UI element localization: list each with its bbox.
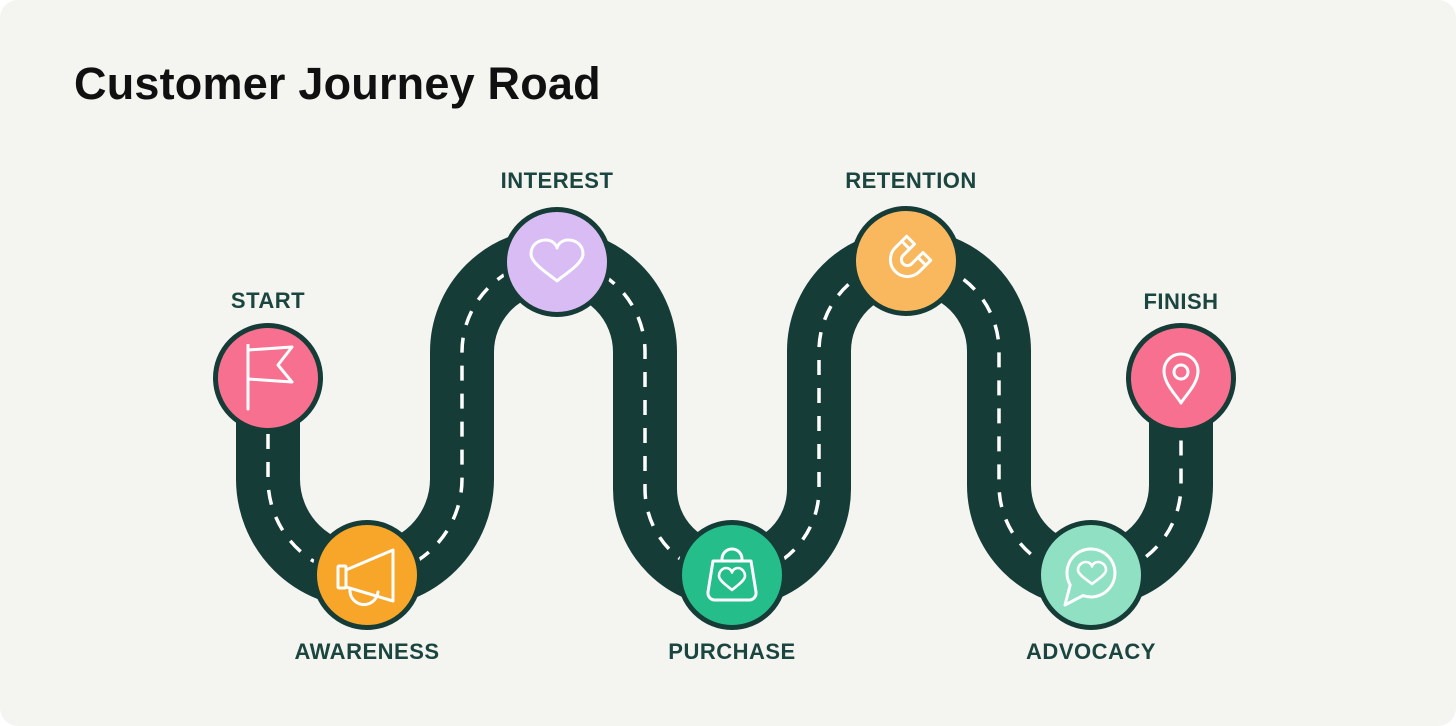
heart-icon xyxy=(529,238,585,283)
shopping-bag-heart-icon xyxy=(706,547,758,602)
stage-purchase-label: PURCHASE xyxy=(668,639,796,664)
stage-finish-node xyxy=(1126,323,1236,433)
road-center-line xyxy=(266,258,1183,578)
stage-purchase-node xyxy=(677,520,787,630)
stage-start-node xyxy=(213,323,323,433)
stage-advocacy-label: ADVOCACY xyxy=(1026,639,1156,664)
stage-finish-label: FINISH xyxy=(1143,289,1219,314)
stage-start-label: START xyxy=(230,288,306,313)
flag-icon xyxy=(246,344,294,411)
speech-bubble-heart-icon xyxy=(1063,547,1117,607)
stage-awareness-label: AWARENESS xyxy=(294,639,440,664)
stage-awareness-node xyxy=(312,520,422,630)
stage-advocacy-node xyxy=(1036,520,1146,630)
megaphone-icon xyxy=(336,548,395,607)
magnet-icon xyxy=(888,234,933,279)
stage-retention-node xyxy=(851,206,961,316)
location-pin-icon xyxy=(1162,352,1200,405)
stage-interest-node xyxy=(502,207,612,317)
stage-interest-label: INTEREST xyxy=(500,168,614,193)
page-title: Customer Journey Road xyxy=(74,58,601,109)
stage-retention-label: RETENTION xyxy=(845,168,977,193)
